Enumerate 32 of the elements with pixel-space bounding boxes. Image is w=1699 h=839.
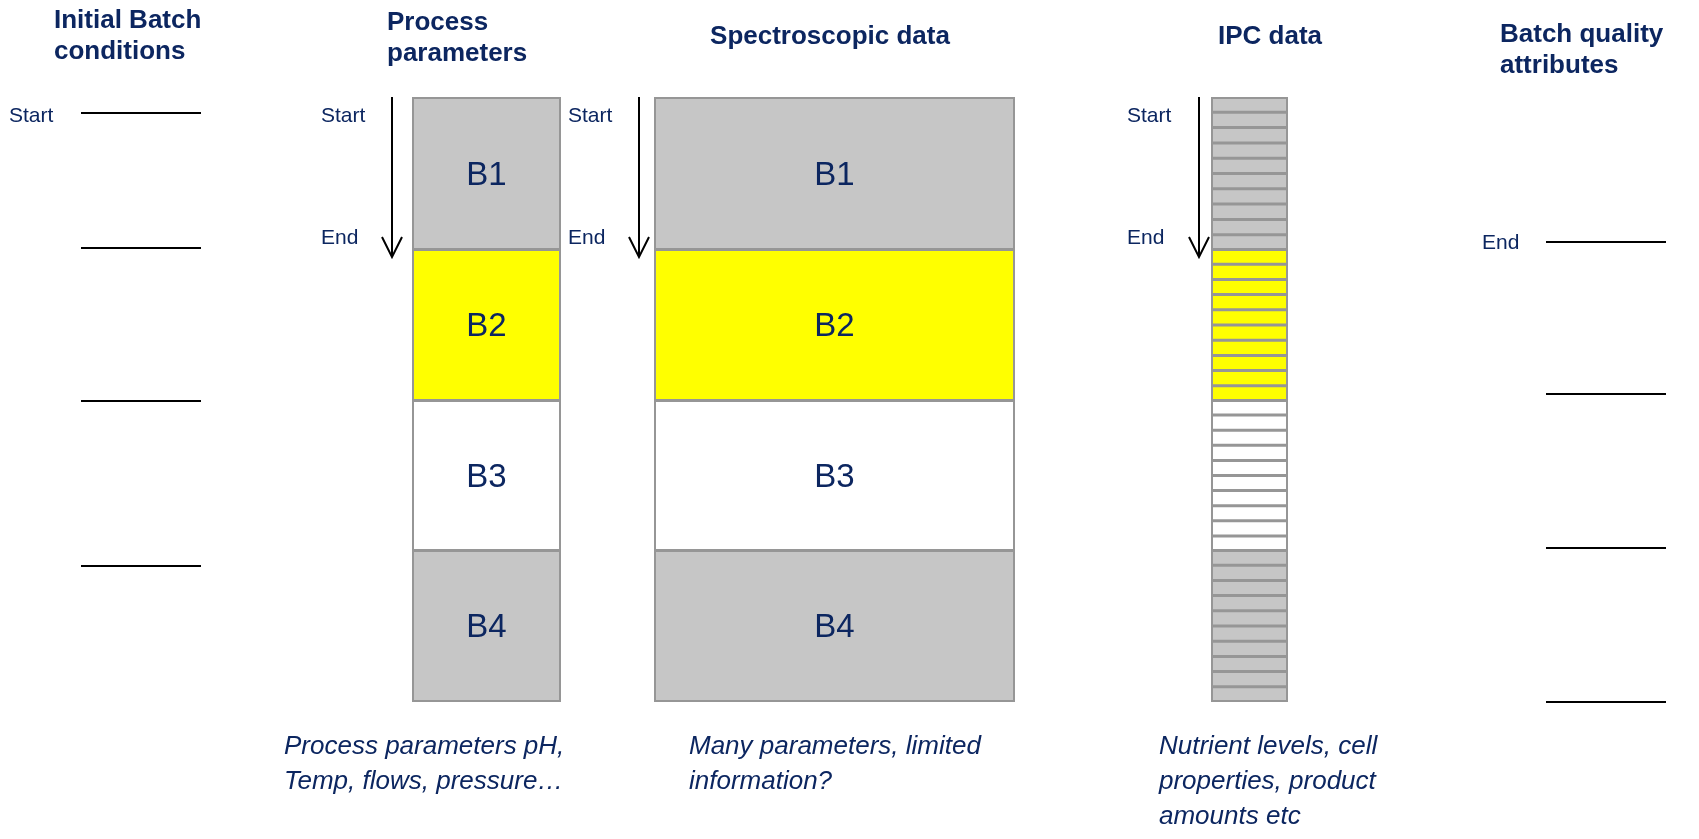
block-label: B2 bbox=[466, 306, 507, 344]
batch-block bbox=[654, 550, 1015, 702]
time-marker: End bbox=[1127, 225, 1165, 249]
column-caption: Process parameters pH, Temp, flows, pressure… bbox=[284, 729, 566, 797]
time-marker: Start bbox=[1127, 103, 1172, 127]
batch-block bbox=[412, 97, 561, 250]
batch-block bbox=[654, 97, 1015, 250]
block-label: B1 bbox=[814, 154, 855, 193]
block-label: B4 bbox=[814, 607, 855, 645]
block-label: B3 bbox=[814, 456, 855, 495]
block-label: B2 bbox=[814, 306, 855, 344]
time-marker: End bbox=[568, 225, 606, 249]
batch-block bbox=[412, 400, 561, 551]
column-caption: Many parameters, limited information? bbox=[689, 729, 983, 797]
time-marker: Start bbox=[9, 103, 54, 127]
batch-block bbox=[654, 249, 1015, 401]
time-marker: End bbox=[1482, 230, 1520, 254]
block-label: B3 bbox=[466, 456, 507, 495]
block-label: B1 bbox=[466, 154, 507, 193]
batch-block bbox=[412, 550, 561, 702]
column-heading: Batch quality attributes bbox=[1500, 18, 1665, 80]
block-label: B4 bbox=[466, 607, 507, 645]
column-heading: Process parameters bbox=[387, 6, 529, 68]
batch-block bbox=[412, 249, 561, 401]
time-marker: Start bbox=[568, 103, 613, 127]
column-caption: Nutrient levels, cell properties, product amounts etc bbox=[1159, 729, 1379, 832]
column-heading: Initial Batch conditions bbox=[54, 4, 203, 66]
column-heading: IPC data bbox=[1217, 20, 1323, 51]
time-marker: End bbox=[321, 225, 359, 249]
time-marker: Start bbox=[321, 103, 366, 127]
column-heading: Spectroscopic data bbox=[709, 20, 951, 51]
batch-block bbox=[654, 400, 1015, 551]
